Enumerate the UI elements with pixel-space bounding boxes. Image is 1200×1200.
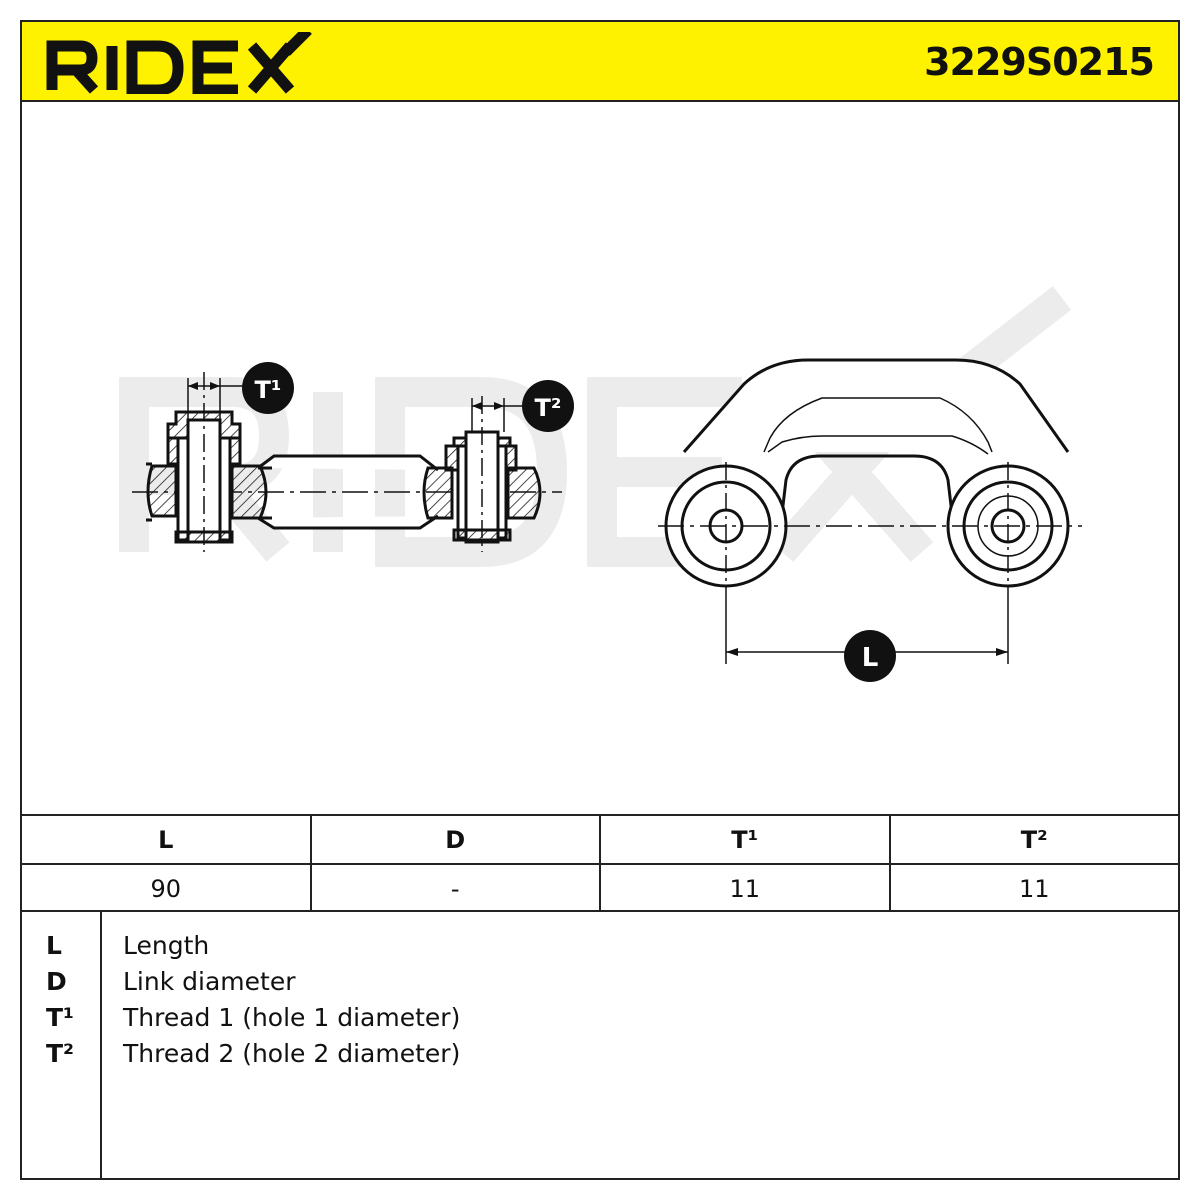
t2-label-badge: T² xyxy=(522,380,574,432)
legend-text: Thread 1 (hole 1 diameter) xyxy=(123,1003,461,1032)
spec-header-t1: T¹ xyxy=(601,816,891,863)
svg-text:L: L xyxy=(862,643,879,673)
document-frame: 3229S0215 xyxy=(20,20,1180,1180)
spec-value-l: 90 xyxy=(22,865,312,912)
spec-header-row: L D T¹ T² xyxy=(22,816,1178,865)
header-bar: 3229S0215 xyxy=(22,22,1178,102)
side-view xyxy=(132,372,562,552)
legend-key: L xyxy=(46,931,62,960)
legend-divider xyxy=(100,912,102,1178)
spec-value-t1: 11 xyxy=(601,865,891,912)
legend-key: T¹ xyxy=(46,1003,75,1032)
legend-item: L Length xyxy=(22,928,1178,964)
legend-key: D xyxy=(46,967,67,996)
spec-value-d: - xyxy=(312,865,601,912)
spec-value-t2: 11 xyxy=(1018,874,1050,903)
legend-text: Length xyxy=(123,931,210,960)
spec-value-row: 90 - 11 11 xyxy=(22,865,1178,912)
legend-item: T² Thread 2 (hole 2 diameter) xyxy=(22,1036,1178,1072)
svg-text:T²: T² xyxy=(535,394,562,422)
spec-header-l: L xyxy=(22,816,312,863)
legend-item: D Link diameter xyxy=(22,964,1178,1000)
part-number: 3229S0215 xyxy=(924,40,1155,84)
brand-logo xyxy=(46,32,312,94)
legend-item: T¹ Thread 1 (hole 1 diameter) xyxy=(22,1000,1178,1036)
spec-header-d: D xyxy=(312,816,601,863)
technical-drawing: T¹ T² xyxy=(22,102,1178,814)
svg-text:T¹: T¹ xyxy=(255,376,282,404)
t1-label-badge: T¹ xyxy=(242,362,294,414)
legend-key: T² xyxy=(46,1039,75,1068)
legend: L Length D Link diameter T¹ Thread 1 (ho… xyxy=(22,912,1178,1178)
link-drawing: T¹ T² xyxy=(119,286,1082,682)
legend-text: Thread 2 (hole 2 diameter) xyxy=(123,1039,461,1068)
l-label-badge: L xyxy=(844,630,896,682)
legend-text: Link diameter xyxy=(123,967,296,996)
spec-table: L D T¹ T² 90 - 11 11 xyxy=(22,814,1178,912)
spec-header-t2: T² xyxy=(1020,825,1048,854)
